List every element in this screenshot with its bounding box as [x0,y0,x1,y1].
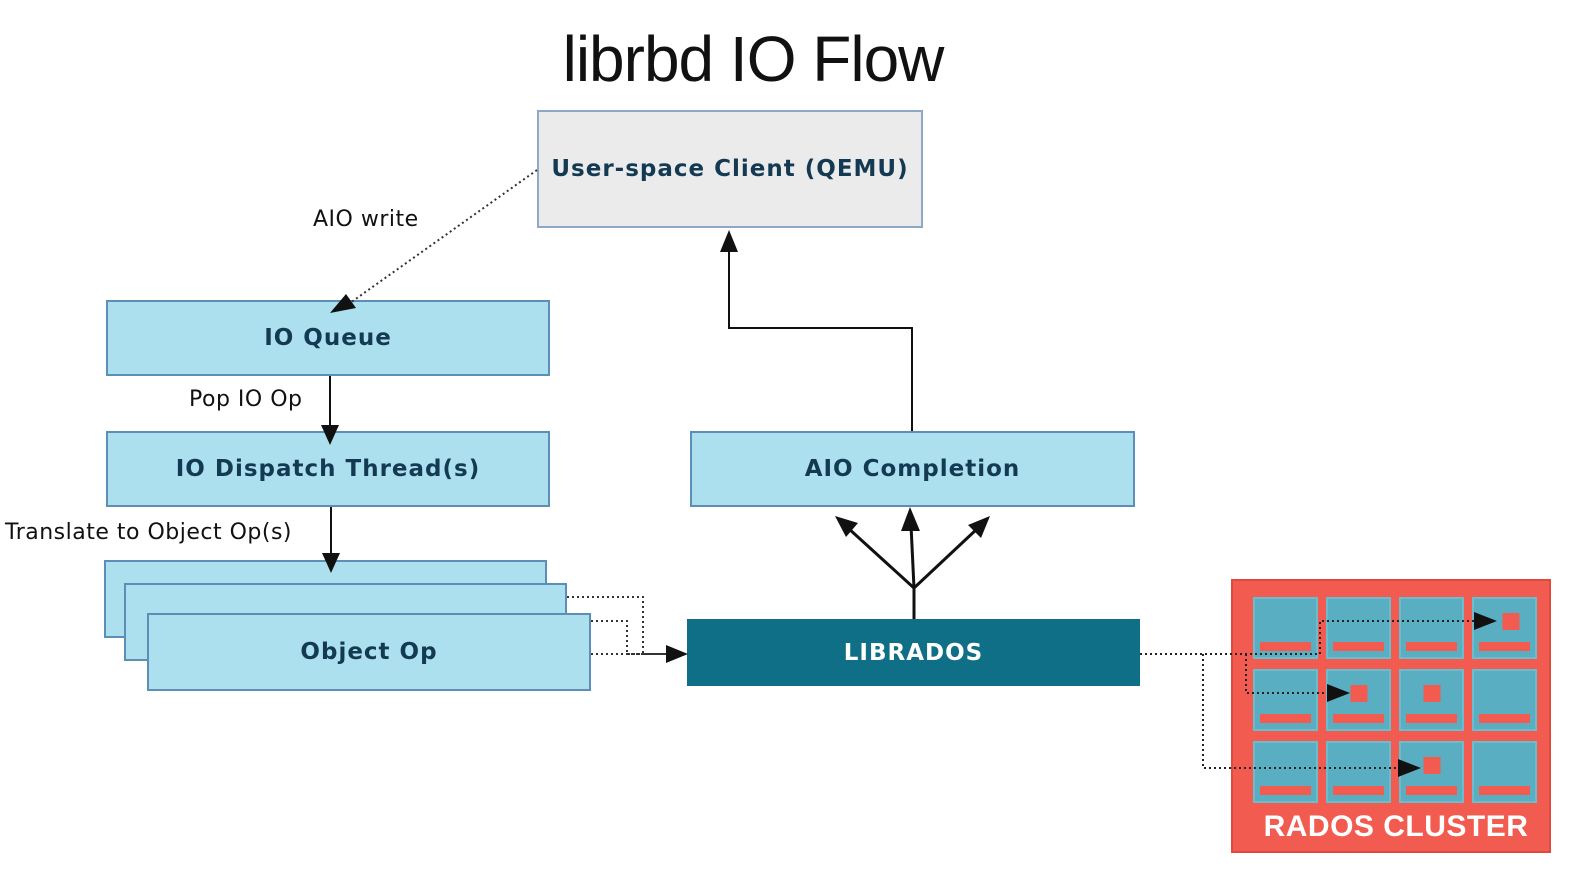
rados-cell-bar [1333,642,1384,651]
rados-object-marker [1423,685,1441,702]
rados-cell-bar [1260,642,1311,651]
rados-cell-bar [1260,714,1311,723]
io-queue-label: IO Queue [264,325,392,351]
client-box: User-space Client (QEMU) [537,110,923,228]
aio-write-arrow [349,169,538,304]
rados-cell-bar [1333,786,1384,795]
pop-io-op-arrowhead [321,425,339,445]
fan-right [912,526,980,590]
fan-center-arrowhead [901,507,920,531]
rados-cell-bar [1406,642,1457,651]
fan-left [846,526,916,590]
io-queue-box: IO Queue [106,300,550,376]
dispatch-box: IO Dispatch Thread(s) [106,431,550,507]
librados-box: LIBRADOS [687,619,1140,686]
fan-right-arrowhead [968,516,990,538]
rados-arrowhead-2 [1327,684,1350,702]
rados-cell-bar [1479,642,1530,651]
rados-object-marker [1350,685,1368,702]
librados-label: LIBRADOS [843,639,984,666]
object-op-box: Object Op [147,613,591,691]
object-op-middle-to-librados [591,620,668,655]
object-op-back-to-librados [567,596,668,655]
fan-left-arrowhead [835,516,858,537]
translate-arrowhead [322,553,340,573]
client-label: User-space Client (QEMU) [551,156,909,182]
aio-completion-label: AIO Completion [804,456,1021,482]
rados-arrowhead-3 [1398,759,1421,777]
librados-to-rados [1140,620,1476,769]
object-op-label: Object Op [300,639,438,665]
completion-to-client-arrowhead [720,230,738,252]
aio-write-label: AIO write [313,207,419,232]
aio-completion-box: AIO Completion [690,431,1135,507]
rados-cell-grid [1253,597,1537,803]
rados-cell-bar [1406,714,1457,723]
fan-center [909,524,916,589]
librados-input-arrowhead [666,645,688,663]
aio-write-arrowhead [330,294,356,313]
pop-io-op-label: Pop IO Op [189,387,303,412]
rados-object-marker [1423,757,1441,774]
rados-cell-bar [1333,714,1384,723]
rados-cell-bar [1479,786,1530,795]
rados-cell-bar [1260,786,1311,795]
rados-cell-bar [1479,714,1530,723]
translate-label: Translate to Object Op(s) [5,520,293,545]
dispatch-label: IO Dispatch Thread(s) [175,456,481,482]
completion-to-client [728,250,913,431]
rados-cell-bar [1406,786,1457,795]
rados-cluster-label: RADOS CLUSTER [1263,810,1529,843]
rados-object-marker [1502,613,1520,630]
rados-arrowhead-1 [1474,612,1497,630]
diagram-title: librbd IO Flow [562,23,945,95]
